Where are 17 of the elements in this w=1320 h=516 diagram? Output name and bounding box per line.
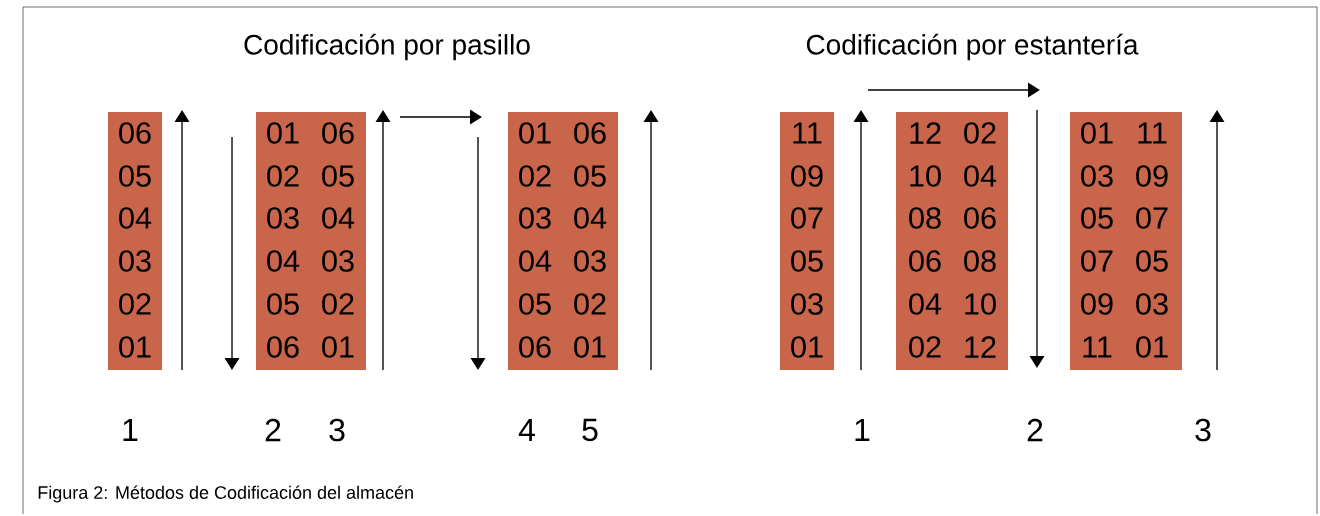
shelf-box: 01 11 03 09 05 07 07 05 09 03 11 01 [1070, 112, 1182, 370]
shelf-box: 11 09 07 05 03 01 [780, 112, 834, 370]
aisle-number: 1 [855, 419, 870, 441]
aisle-number: 4 [518, 419, 535, 441]
aisle-number: 5 [582, 418, 598, 442]
aisle-number: 3 [329, 418, 345, 442]
shelf-box: 12 02 10 04 08 06 06 08 04 10 02 12 [896, 112, 1008, 370]
aisle-number: 2 [1027, 418, 1043, 442]
caption: Figura 2: Métodos de Codificación del almacén [38, 485, 413, 503]
aisle-number: 3 [1195, 418, 1211, 442]
shelf-box: 01 06 02 05 03 04 04 03 05 02 06 01 [256, 112, 366, 370]
section-heading: Codificación por pasillo [244, 33, 530, 61]
aisle-number: 1 [123, 419, 138, 441]
section-heading: Codificación por estantería [806, 33, 1139, 61]
shelf-box: 06 05 04 03 02 01 [108, 112, 162, 370]
aisle-number: 2 [265, 418, 281, 442]
shelf-box: 01 06 02 05 03 04 04 03 05 02 06 01 [508, 112, 618, 370]
